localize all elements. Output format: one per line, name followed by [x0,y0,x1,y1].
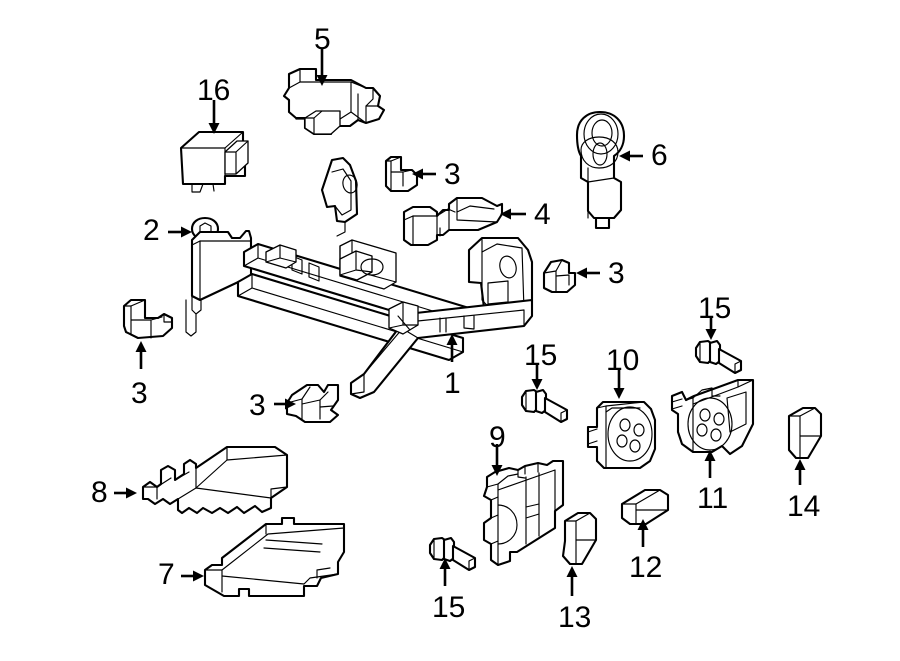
callout-number-bracket-cover-upper-right: 3 [444,158,461,191]
leader-arrowhead-hex-flange-bolt-lower [439,558,451,569]
part-15b-hex-flange-bolt-right [694,339,743,375]
callout-number-hex-flange-bolt-right: 15 [698,292,732,325]
part-3b-bracket-cover-mid-right [542,258,577,294]
callout-number-switch-cap-center: 13 [558,601,592,634]
part-1-seat-track-assembly [185,156,534,400]
part-10-switch-knob-left [586,400,657,470]
callout-number-switch-cap-lower: 12 [629,551,663,584]
callout-number-seat-height-motor: 4 [534,198,551,231]
callout-number-switch-knob-left: 10 [606,344,640,377]
leader-arrowhead-switch-knob-left [613,388,625,399]
part-9-seat-adjust-switch [482,459,565,567]
part-12-switch-cap-lower [620,488,670,526]
leader-arrowhead-switch-knob-right [704,450,716,461]
callout-number-seat-recliner-motor: 5 [314,23,331,56]
callout-number-hex-flange-bolt-lower: 15 [432,591,466,624]
part-7-seat-control-module-cover [203,516,346,598]
callout-number-seat-memory-module: 16 [197,74,231,107]
leader-arrowhead-lumbar-motor [619,150,630,162]
part-8-seat-control-module [141,445,289,515]
part-4-seat-height-motor [402,196,504,247]
part-16-seat-memory-module [179,130,249,193]
leader-arrowhead-hex-flange-bolt-upper [531,379,543,390]
leader-arrowhead-seat-memory-module [208,123,220,134]
leader-arrowhead-seat-control-module-cover [193,570,204,582]
callout-number-seat-control-module-cover: 7 [158,558,175,591]
part-6-lumbar-motor [575,110,626,230]
callout-number-switch-knob-right: 11 [697,482,729,515]
part-15c-hex-flange-bolt-lower [428,536,477,572]
callout-number-seat-adjust-switch: 9 [489,421,506,454]
leader-arrowhead-bracket-cover-upper-right [412,168,423,180]
callout-number-hex-flange-bolt-upper: 15 [524,339,558,372]
leader-arrowhead-hex-flange-bolt-right [705,329,717,340]
leader-arrowhead-seat-track-assembly [446,334,458,345]
part-5-seat-recliner-motor [282,67,386,136]
callout-number-bracket-cover-lower-left: 3 [249,389,266,422]
callout-number-bracket-cover-mid-right: 3 [608,257,625,290]
part-3d-bracket-cover-lower-left [285,383,340,424]
callout-number-track-mounting-bolt: 2 [143,214,160,247]
leader-arrowhead-seat-control-module [126,487,137,499]
leader-arrowhead-switch-cap-center [566,566,578,577]
leader-arrowhead-bracket-cover-left [135,341,147,352]
leader-arrowhead-bracket-cover-mid-right [576,267,587,279]
leader-arrowhead-seat-height-motor [500,208,511,220]
leader-arrowhead-seat-recliner-motor [316,75,328,86]
leader-arrowhead-seat-adjust-switch [491,465,503,476]
callout-number-seat-control-module: 8 [91,476,108,509]
leader-arrowhead-bracket-cover-lower-left [285,398,296,410]
part-13-switch-cap-center [561,511,598,566]
part-11-switch-knob-right [670,378,755,456]
leader-arrowhead-track-mounting-bolt [181,226,192,238]
callout-number-bracket-cover-left: 3 [131,377,148,410]
part-3c-bracket-cover-left [122,298,174,340]
callout-number-seat-track-assembly: 1 [444,367,461,400]
callout-number-switch-cap-right: 14 [787,490,821,523]
part-15a-hex-flange-bolt-upper [520,388,569,424]
leader-arrowhead-switch-cap-right [794,459,806,470]
callout-leaders [114,48,806,596]
callout-number-lumbar-motor: 6 [651,139,668,172]
leader-arrowhead-switch-cap-lower [637,519,649,530]
part-14-switch-cap-right [787,406,823,460]
